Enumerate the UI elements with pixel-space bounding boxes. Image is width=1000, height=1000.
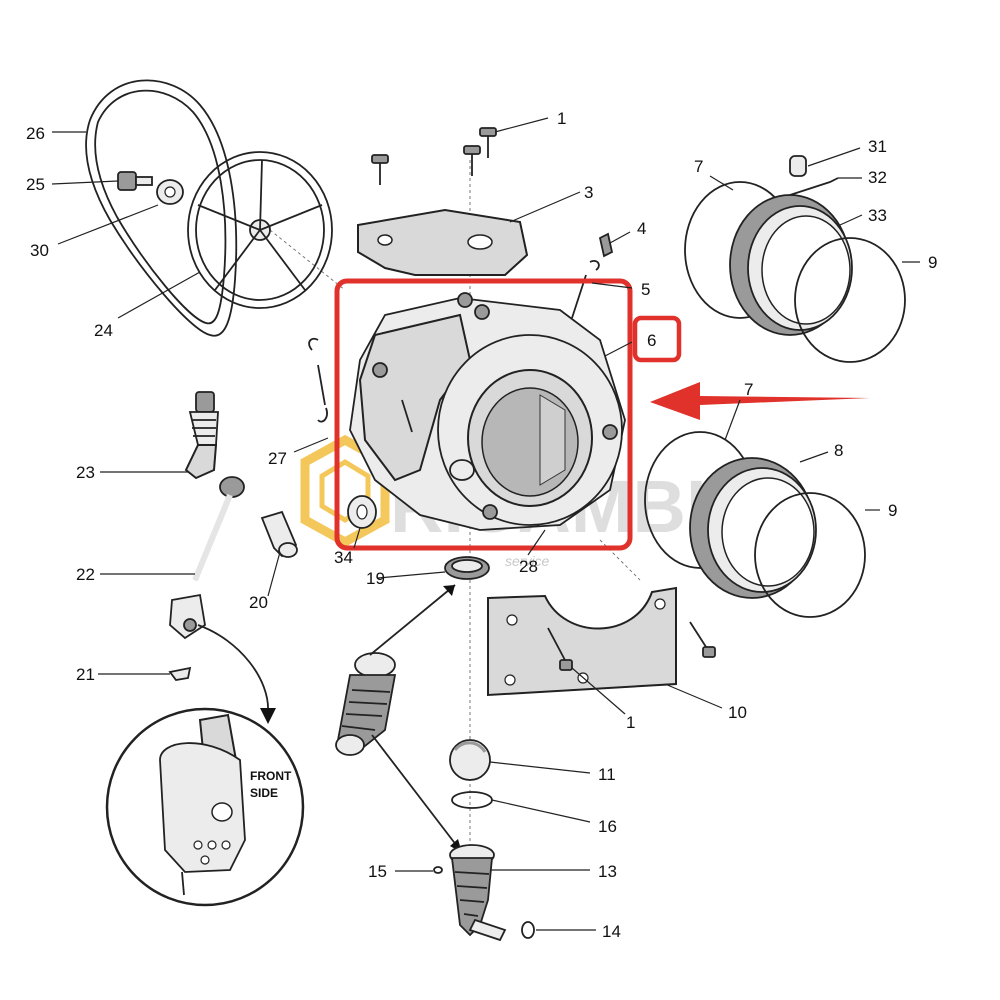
hose-connector: [184, 391, 219, 480]
clamp-ring-upper: [794, 237, 906, 363]
bushing: [347, 495, 377, 529]
label-part-14: 14: [602, 922, 621, 941]
label-part-10: 10: [728, 703, 747, 722]
sensor-cap: [789, 155, 807, 177]
label-part-4: 4: [637, 219, 646, 238]
label-part-7-upper: 7: [694, 157, 703, 176]
watermark-subtext: service: [505, 553, 550, 569]
counterweight-screw-right: [689, 621, 716, 658]
sump-hose: [335, 652, 397, 756]
counterweight-hole: [467, 234, 493, 250]
counterweight-screw: [547, 627, 573, 671]
counterweight-hole: [504, 674, 516, 686]
tub-spring-front: [401, 399, 413, 433]
door-seal-lower: [689, 457, 817, 599]
label-part-19: 19: [366, 569, 385, 588]
label-part-24: 24: [94, 321, 113, 340]
detail-note-line2: SIDE: [250, 786, 278, 800]
counterweight-lower: [487, 586, 677, 697]
label-part-3: 3: [584, 183, 593, 202]
label-part-15: 15: [368, 862, 387, 881]
label-part-30: 30: [30, 241, 49, 260]
pulley-bolt: [117, 171, 153, 191]
label-part-26: 26: [26, 124, 45, 143]
label-part-7-lower: 7: [744, 380, 753, 399]
assembly-axis: [269, 229, 346, 291]
label-part-25: 25: [26, 175, 45, 194]
sensor-wire: [789, 177, 839, 196]
o-ring: [521, 921, 535, 939]
label-part-27: 27: [268, 449, 287, 468]
label-part-1-lower: 1: [626, 713, 635, 732]
arrowhead: [443, 585, 455, 596]
hose-clamp: [451, 791, 493, 809]
detail-arrow: [197, 624, 269, 713]
label-part-34: 34: [334, 548, 353, 567]
highlight-arrow: [650, 382, 870, 420]
connection-arrow: [369, 584, 456, 656]
detail-note-line1: FRONT: [250, 769, 292, 783]
label-part-9-upper: 9: [928, 253, 937, 272]
shock-absorber: [169, 476, 245, 640]
small-clip: [433, 866, 443, 874]
tub-spring-left: [308, 337, 328, 423]
label-part-33: 33: [868, 206, 887, 225]
label-part-11: 11: [598, 765, 616, 784]
valve-ball: [449, 739, 491, 781]
label-part-32: 32: [868, 168, 887, 187]
screw-1: [479, 127, 497, 158]
label-part-21: 21: [76, 665, 95, 684]
connection-arrow: [371, 734, 461, 851]
clip: [598, 232, 614, 258]
highlight-label-box: [632, 315, 682, 363]
pulley: [187, 151, 333, 309]
label-part-1: 1: [557, 109, 566, 128]
highlight-box: [334, 278, 633, 551]
detail-bracket: [159, 713, 246, 896]
shock-pin: [260, 510, 298, 558]
screw-top-left: [371, 154, 389, 185]
counterweight-top: [357, 208, 529, 276]
counterweight-hole: [506, 614, 518, 626]
drive-belt: [85, 79, 238, 337]
clamp-ring-lower: [754, 492, 866, 618]
label-part-6: 6: [647, 331, 656, 350]
screw-top-mid: [463, 145, 481, 176]
label-part-8: 8: [834, 441, 843, 460]
label-part-20: 20: [249, 593, 268, 612]
leader-lines: [51, 117, 920, 931]
label-part-28: 28: [519, 557, 538, 576]
door-seal-upper: [729, 194, 853, 336]
arrowhead: [260, 708, 276, 724]
shock-clip: [168, 666, 192, 681]
label-part-9-lower: 9: [888, 501, 897, 520]
washer: [156, 179, 184, 205]
label-part-23: 23: [76, 463, 95, 482]
sump-seal: [444, 556, 490, 580]
label-part-5: 5: [641, 280, 650, 299]
drain-hose: [449, 844, 507, 942]
label-part-13: 13: [598, 862, 617, 881]
label-part-22: 22: [76, 565, 95, 584]
drive-belt-inner: [94, 89, 227, 325]
counterweight-hole: [377, 234, 393, 246]
counterweight-hole: [654, 598, 666, 610]
label-part-31: 31: [868, 137, 887, 156]
tub-assembly: [349, 292, 626, 531]
label-part-16: 16: [598, 817, 617, 836]
